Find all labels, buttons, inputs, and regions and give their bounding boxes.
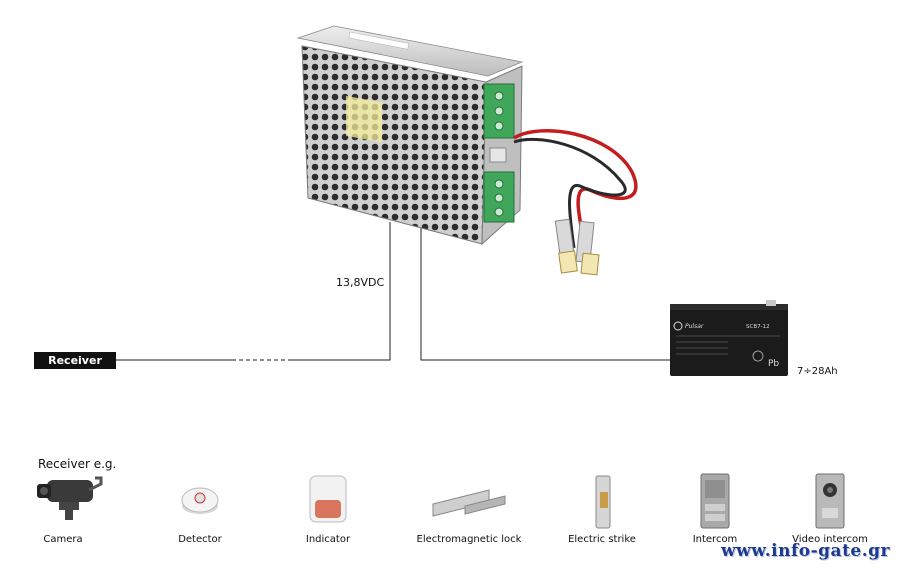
camera-icon — [37, 476, 103, 520]
electric-strike-icon — [595, 475, 611, 529]
device-label: Camera — [43, 534, 83, 545]
terminal-block-bottom — [483, 171, 515, 223]
receiver-label: Receiver — [34, 352, 116, 369]
siren-indicator-icon — [309, 475, 347, 523]
device-label: Video intercom — [792, 534, 868, 545]
device-label: Electric strike — [568, 534, 636, 545]
battery: Pulsar SCB7-12 Pb — [670, 300, 788, 376]
video-intercom-icon — [815, 473, 845, 529]
device-label: Electromagnetic lock — [416, 534, 522, 545]
battery-lead-red — [513, 128, 638, 251]
battery-wire — [420, 222, 672, 361]
watermark: www.info-gate.gr — [721, 541, 890, 561]
device-electromagnetic-lock: Electromagnetic lock — [409, 470, 529, 560]
battery-model: SCB7-12 — [746, 324, 770, 330]
device-intercom: Intercom — [655, 470, 775, 560]
power-supply-unit — [296, 25, 638, 276]
battery-lead-black — [513, 138, 627, 249]
device-label: Indicator — [305, 534, 351, 545]
device-label: Detector — [178, 534, 222, 545]
battery-capacity: 7÷28Ah — [797, 366, 838, 377]
examples-title: Receiver e.g. — [38, 457, 117, 471]
device-video-intercom: Video intercom — [770, 470, 890, 560]
terminal-block-top — [483, 83, 515, 139]
device-indicator: Indicator — [268, 470, 388, 560]
battery-chemistry: Pb — [768, 359, 779, 369]
smoke-detector-icon — [181, 487, 219, 514]
device-label: Intercom — [692, 534, 738, 545]
device-camera: Camera — [3, 470, 123, 560]
psu-vent-grille — [301, 45, 487, 245]
device-electric-strike: Electric strike — [542, 470, 662, 560]
psu-output-wire — [292, 222, 391, 361]
battery-brand: Pulsar — [685, 323, 704, 330]
intercom-panel-icon — [700, 473, 730, 529]
device-detector: Detector — [140, 470, 260, 560]
recycle-icon — [752, 350, 764, 362]
magnetic-lock-icon — [432, 489, 506, 517]
voltage-label: 13,8VDC — [336, 276, 385, 289]
